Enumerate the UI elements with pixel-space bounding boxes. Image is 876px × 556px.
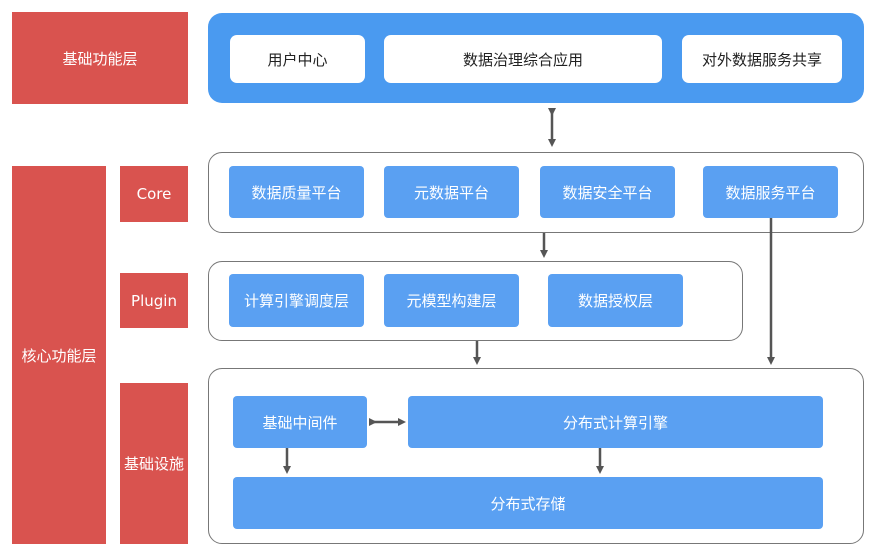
data-security-platform-box: 数据安全平台 (540, 166, 675, 218)
core-label: Core (120, 166, 188, 222)
basic-layer-label: 基础功能层 (12, 12, 188, 104)
user-center-box: 用户中心 (230, 35, 365, 83)
infra-label: 基础设施 (120, 383, 188, 544)
core-layer-label: 核心功能层 (12, 166, 106, 544)
distributed-compute-engine-box: 分布式计算引擎 (408, 396, 823, 448)
basic-middleware-box: 基础中间件 (233, 396, 367, 448)
data-governance-app-box: 数据治理综合应用 (384, 35, 662, 83)
data-service-platform-box: 数据服务平台 (703, 166, 838, 218)
external-data-service-box: 对外数据服务共享 (682, 35, 842, 83)
meta-model-build-box: 元模型构建层 (384, 274, 519, 327)
data-authorization-box: 数据授权层 (548, 274, 683, 327)
distributed-storage-box: 分布式存储 (233, 477, 823, 529)
metadata-platform-box: 元数据平台 (384, 166, 519, 218)
data-quality-platform-box: 数据质量平台 (229, 166, 364, 218)
plugin-label: Plugin (120, 273, 188, 328)
compute-engine-scheduling-box: 计算引擎调度层 (229, 274, 364, 327)
